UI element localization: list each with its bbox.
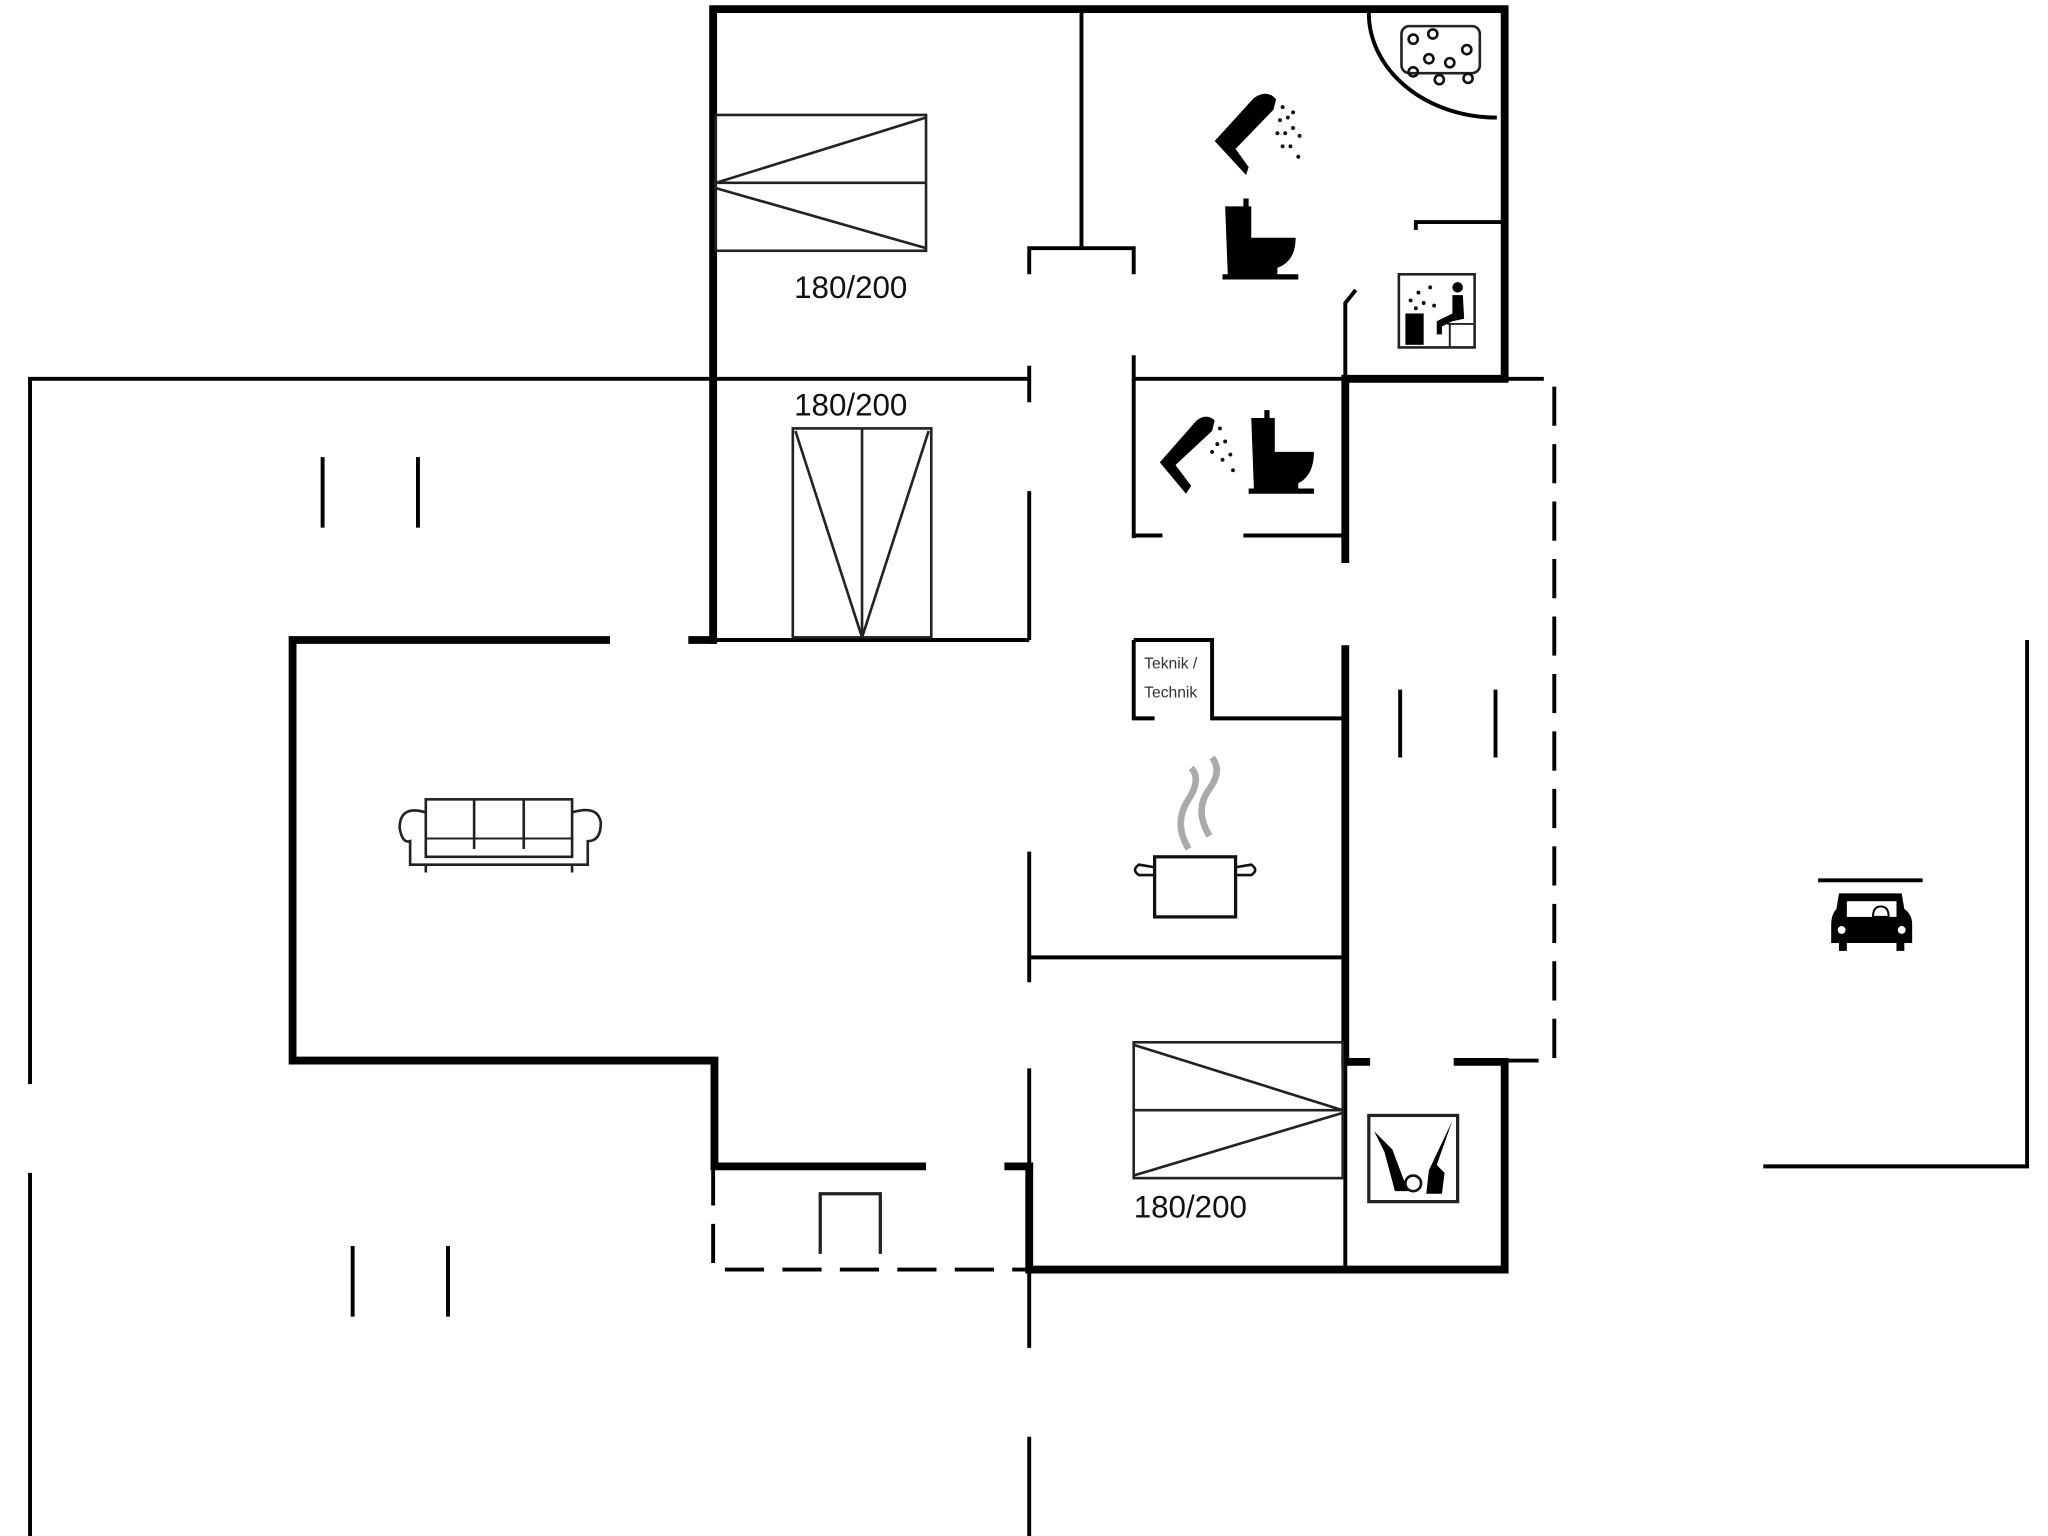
interior-walls bbox=[713, 9, 1505, 1270]
bed-1-label: 180/200 bbox=[794, 270, 907, 305]
terrace-marks bbox=[320, 457, 1498, 1317]
sofa-icon bbox=[398, 798, 603, 873]
bed-3-label: 180/200 bbox=[1134, 1189, 1247, 1224]
bed-2-label: 180/200 bbox=[794, 387, 907, 422]
toilet-icon bbox=[1222, 198, 1299, 280]
sauna-icon bbox=[1397, 272, 1476, 349]
fireplace-icon bbox=[818, 1192, 882, 1254]
bed-2 bbox=[791, 427, 933, 639]
terrace-outline bbox=[28, 376, 1032, 1536]
toilet-icon-small bbox=[1248, 410, 1314, 494]
exterior-walls bbox=[288, 5, 1509, 1274]
shower-icon bbox=[1214, 93, 1302, 176]
technik-label-1: Teknik / bbox=[1144, 656, 1198, 673]
technik-label-2: Technik bbox=[1144, 684, 1197, 701]
vacuum-icon bbox=[1367, 1113, 1460, 1204]
bed-3 bbox=[1132, 1040, 1344, 1180]
carport-outline bbox=[1763, 640, 2030, 1169]
cooking-pot-icon bbox=[1133, 755, 1257, 919]
carport-icon bbox=[1818, 878, 1923, 951]
whirlpool-icon bbox=[1366, 13, 1497, 120]
shower-icon-small bbox=[1159, 416, 1235, 494]
bed-1 bbox=[714, 113, 928, 253]
dashed-outlines bbox=[711, 376, 1557, 1272]
